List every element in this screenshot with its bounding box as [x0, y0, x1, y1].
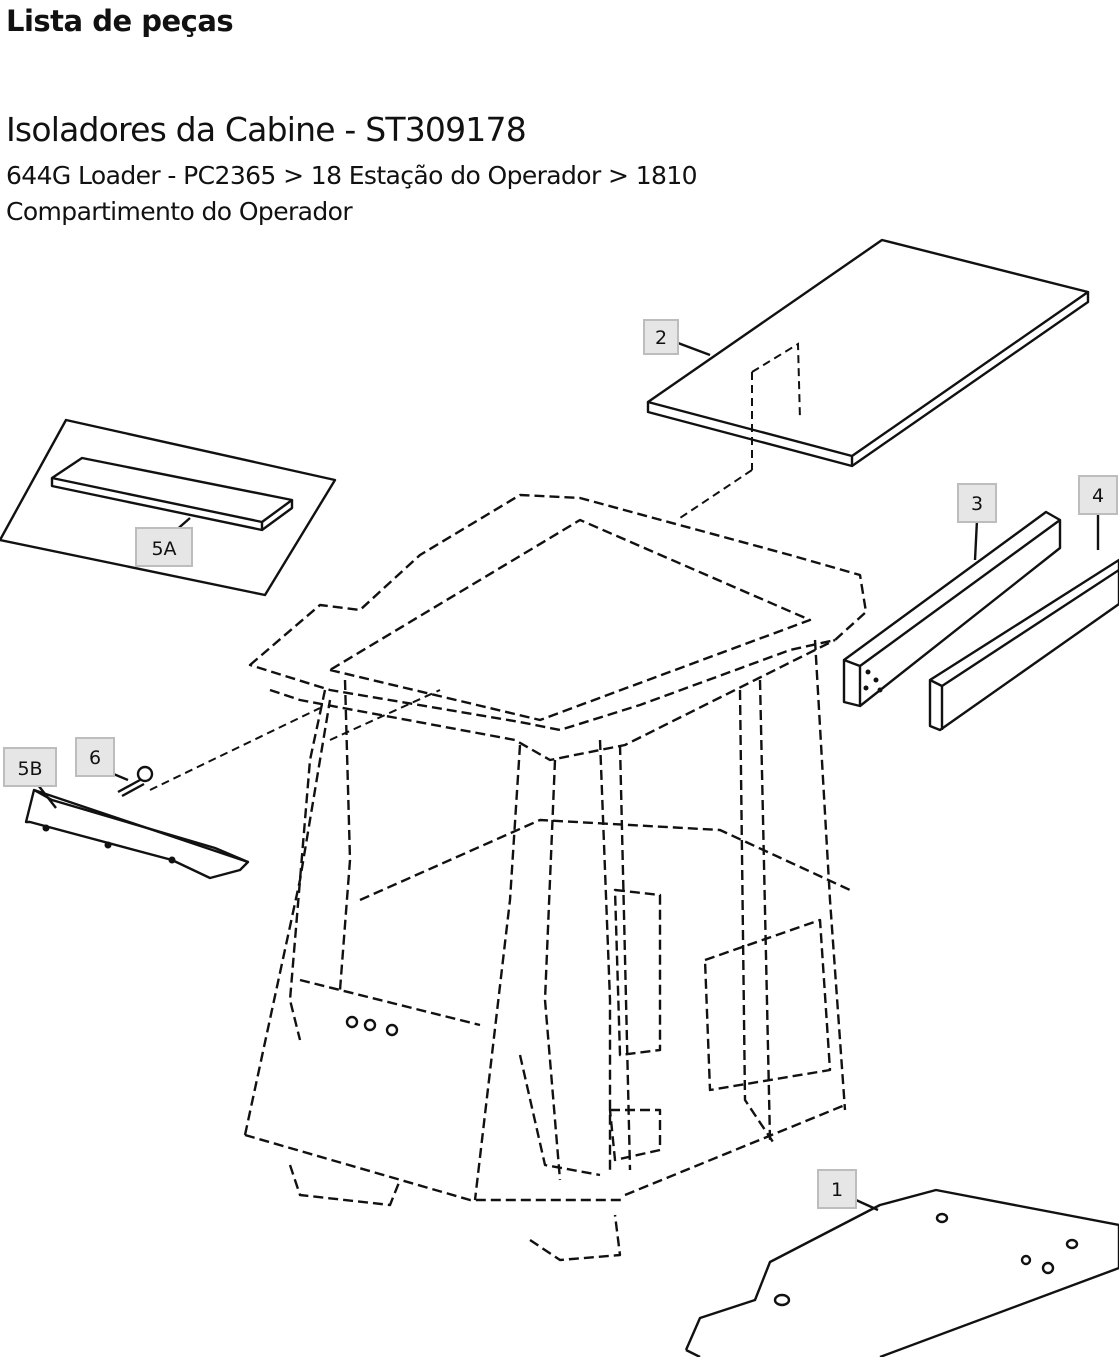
callout-1[interactable]: 1 — [817, 1169, 857, 1209]
bracket-part-5b — [24, 788, 250, 880]
callout-6[interactable]: 6 — [75, 737, 115, 777]
svg-text:3: 3 — [971, 493, 983, 515]
svg-text:5A: 5A — [151, 538, 176, 560]
exploded-parts-diagram: 2 3 4 5A 5B 6 1 — [0, 238, 1119, 1357]
svg-text:2: 2 — [655, 327, 667, 349]
callout-5a[interactable]: 5A — [135, 527, 193, 567]
svg-text:6: 6 — [89, 747, 101, 769]
callout-3[interactable]: 3 — [957, 483, 997, 523]
callout-2[interactable]: 2 — [643, 319, 679, 355]
callout-4[interactable]: 4 — [1078, 475, 1118, 515]
floor-mat-part-1 — [684, 1188, 1119, 1357]
pad-part-5a — [0, 418, 337, 597]
strip-part-4 — [928, 558, 1119, 732]
leader-lines — [37, 341, 1100, 809]
strip-part-3 — [842, 510, 1062, 708]
roof-insulator-part-2 — [646, 238, 1090, 519]
callout-5b[interactable]: 5B — [3, 747, 57, 787]
bolt-part-6 — [117, 707, 321, 798]
page-heading: Lista de peças — [6, 4, 234, 38]
svg-text:1: 1 — [831, 1179, 843, 1201]
svg-text:4: 4 — [1092, 485, 1104, 507]
part-title: Isoladores da Cabine - ST309178 — [6, 110, 527, 149]
breadcrumb: 644G Loader - PC2365 > 18 Estação do Ope… — [6, 161, 698, 226]
svg-text:5B: 5B — [17, 758, 42, 780]
cab-frame — [243, 493, 868, 1262]
